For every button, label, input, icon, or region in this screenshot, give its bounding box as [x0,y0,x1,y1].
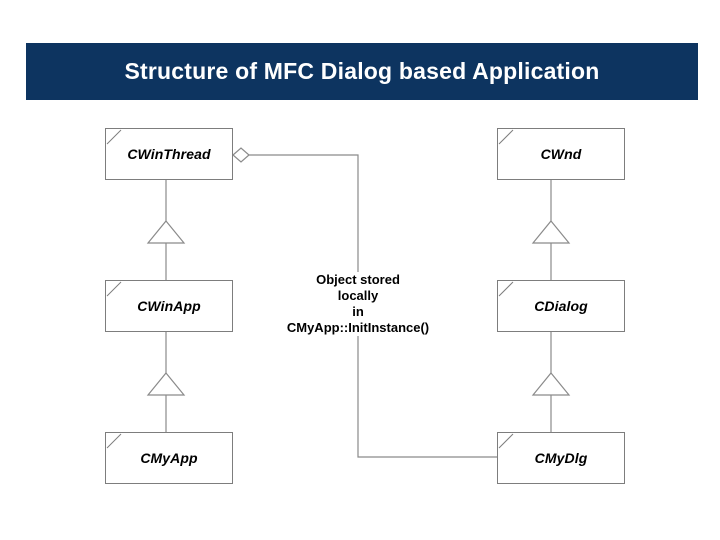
corner-fold-icon [498,433,514,449]
generalization-arrowhead-cwinthread [146,220,186,244]
class-box-cdialog[interactable]: CDialog [497,280,625,332]
class-box-cwinapp[interactable]: CWinApp [105,280,233,332]
note-line-1: Object stored [316,272,400,287]
class-name-cmyapp: CMyApp [140,450,198,466]
page-title: Structure of MFC Dialog based Applicatio… [124,58,600,84]
class-name-cwinthread: CWinThread [127,146,211,162]
corner-fold-icon [106,129,122,145]
title-banner: Structure of MFC Dialog based Applicatio… [26,43,698,100]
diagram-note: Object stored locally in CMyApp::InitIns… [248,272,468,336]
corner-fold-icon [106,281,122,297]
corner-fold-icon [106,433,122,449]
class-box-cmyapp[interactable]: CMyApp [105,432,233,484]
generalization-arrowhead-cdialog [531,372,571,396]
note-line-3: in [352,304,364,319]
class-box-cwinthread[interactable]: CWinThread [105,128,233,180]
class-box-cwnd[interactable]: CWnd [497,128,625,180]
class-box-cmydlg[interactable]: CMyDlg [497,432,625,484]
note-line-4: CMyApp::InitInstance() [286,320,430,335]
class-name-cdialog: CDialog [534,298,588,314]
generalization-arrowhead-cwinapp [146,372,186,396]
generalization-arrowhead-cwnd [531,220,571,244]
note-line-2: locally [337,288,379,303]
class-name-cwinapp: CWinApp [137,298,201,314]
corner-fold-icon [498,281,514,297]
corner-fold-icon [498,129,514,145]
class-name-cwnd: CWnd [540,146,582,162]
class-name-cmydlg: CMyDlg [534,450,588,466]
aggregation-diamond [232,147,250,163]
